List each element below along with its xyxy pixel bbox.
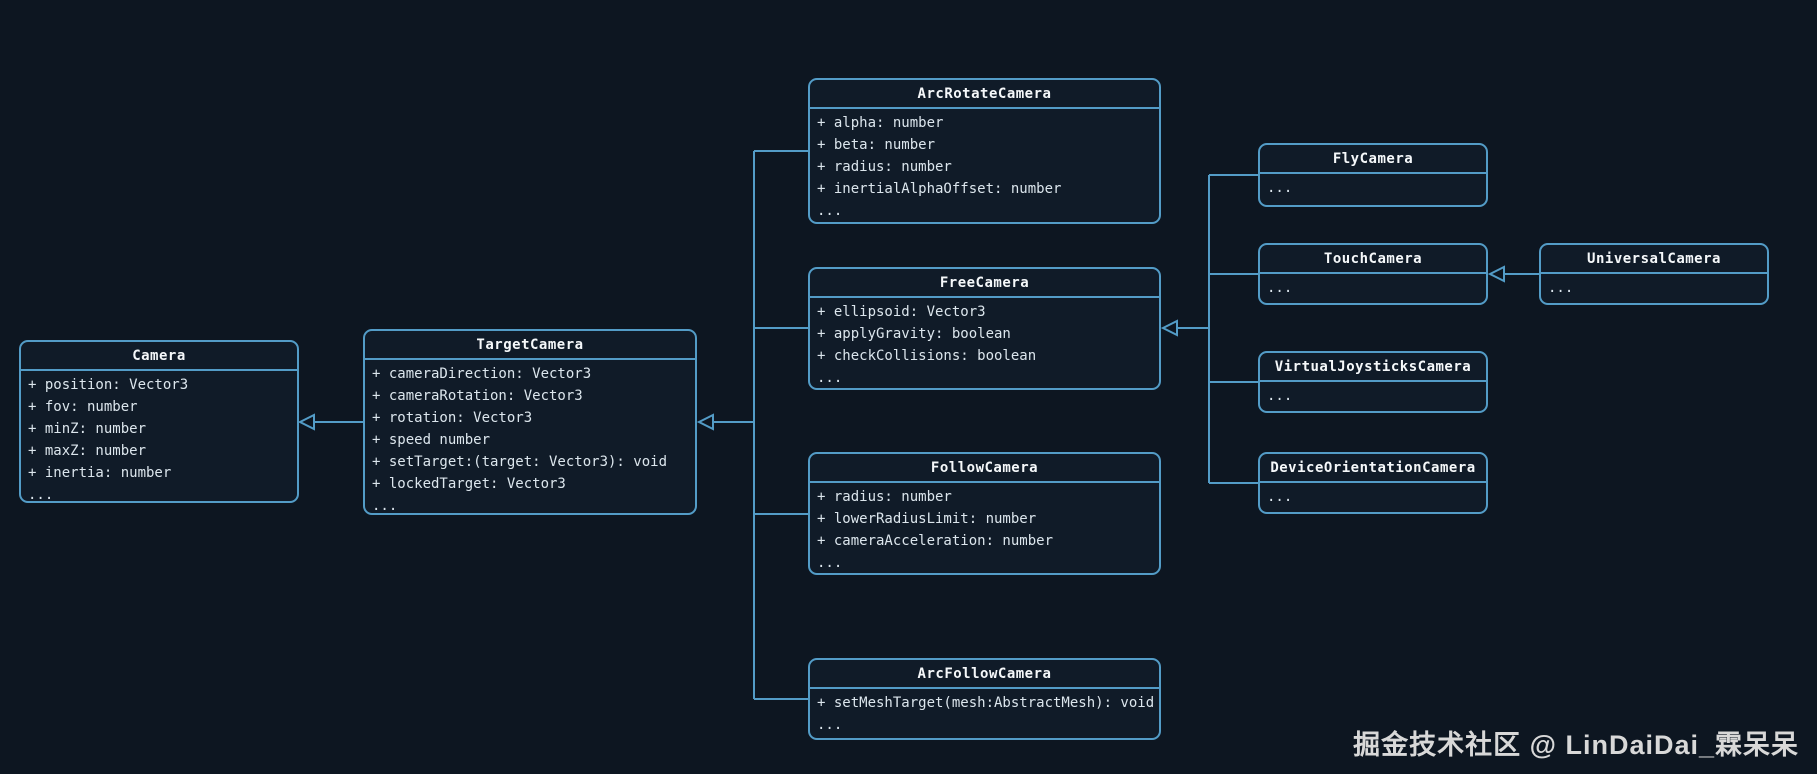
class-member: ...: [1267, 180, 1293, 196]
class-title: DeviceOrientationCamera: [1260, 454, 1486, 483]
class-member: + applyGravity: boolean: [817, 326, 1011, 342]
class-member: + cameraDirection: Vector3: [372, 366, 592, 382]
class-box-follow-camera: FollowCamera + radius: number + lowerRad…: [808, 452, 1161, 575]
class-box-virtual-joysticks-camera: VirtualJoysticksCamera ...: [1258, 351, 1488, 413]
class-member: + inertialAlphaOffset: number: [817, 181, 1062, 197]
class-box-arc-rotate-camera: ArcRotateCamera + alpha: number + beta: …: [808, 78, 1161, 224]
class-member: + checkCollisions: boolean: [817, 348, 1037, 364]
class-member: + lockedTarget: Vector3: [372, 476, 566, 492]
class-member: + maxZ: number: [28, 443, 147, 459]
class-member: + position: Vector3: [28, 377, 189, 393]
arrowhead-targetcamera: [696, 413, 714, 431]
class-members: ...: [1260, 382, 1486, 411]
class-member: + radius: number: [817, 489, 952, 505]
class-members: + position: Vector3 + fov: number + minZ…: [21, 371, 297, 508]
class-member: + rotation: Vector3: [372, 410, 533, 426]
class-member: + lowerRadiusLimit: number: [817, 511, 1037, 527]
class-member: + cameraRotation: Vector3: [372, 388, 583, 404]
class-member: ...: [28, 487, 54, 503]
class-member: + cameraAcceleration: number: [817, 533, 1054, 549]
class-title: FlyCamera: [1260, 145, 1486, 174]
class-members: + alpha: number + beta: number + radius:…: [810, 109, 1159, 224]
arrowhead-touchcamera: [1487, 265, 1505, 283]
class-member: + radius: number: [817, 159, 952, 175]
class-members: + cameraDirection: Vector3 + cameraRotat…: [365, 360, 695, 519]
class-title: VirtualJoysticksCamera: [1260, 353, 1486, 382]
class-member: ...: [1267, 388, 1293, 404]
class-box-touch-camera: TouchCamera ...: [1258, 243, 1488, 305]
class-member: ...: [1267, 489, 1293, 505]
class-box-arc-follow-camera: ArcFollowCamera + setMeshTarget(mesh:Abs…: [808, 658, 1161, 740]
class-member: + minZ: number: [28, 421, 147, 437]
class-members: ...: [1541, 274, 1767, 303]
class-member: + setMeshTarget(mesh:AbstractMesh): void: [817, 695, 1155, 711]
class-title: UniversalCamera: [1541, 245, 1767, 274]
class-member: ...: [817, 370, 843, 386]
arrowhead-camera: [297, 413, 315, 431]
class-member: + setTarget:(target: Vector3): void: [372, 454, 668, 470]
class-box-universal-camera: UniversalCamera ...: [1539, 243, 1769, 305]
class-box-fly-camera: FlyCamera ...: [1258, 143, 1488, 207]
class-member: + inertia: number: [28, 465, 172, 481]
class-box-free-camera: FreeCamera + ellipsoid: Vector3 + applyG…: [808, 267, 1161, 390]
class-members: + ellipsoid: Vector3 + applyGravity: boo…: [810, 298, 1159, 391]
class-members: ...: [1260, 274, 1486, 303]
class-title: TargetCamera: [365, 331, 695, 360]
class-title: Camera: [21, 342, 297, 371]
class-member: ...: [1548, 280, 1574, 296]
class-member: ...: [817, 555, 843, 571]
class-title: FollowCamera: [810, 454, 1159, 483]
class-title: ArcFollowCamera: [810, 660, 1159, 689]
class-title: FreeCamera: [810, 269, 1159, 298]
class-member: ...: [817, 203, 843, 219]
class-title: ArcRotateCamera: [810, 80, 1159, 109]
class-box-target-camera: TargetCamera + cameraDirection: Vector3 …: [363, 329, 697, 515]
watermark: 掘金技术社区 @ LinDaiDai_霖呆呆: [1353, 730, 1799, 760]
class-box-device-orientation-camera: DeviceOrientationCamera ...: [1258, 452, 1488, 514]
class-member: ...: [372, 498, 398, 514]
class-members: + radius: number + lowerRadiusLimit: num…: [810, 483, 1159, 576]
class-member: + alpha: number: [817, 115, 944, 131]
class-members: ...: [1260, 483, 1486, 512]
arrowhead-freecamera: [1160, 319, 1178, 337]
class-title: TouchCamera: [1260, 245, 1486, 274]
class-member: + fov: number: [28, 399, 138, 415]
class-member: + ellipsoid: Vector3: [817, 304, 986, 320]
class-member: + speed number: [372, 432, 491, 448]
class-members: + setMeshTarget(mesh:AbstractMesh): void…: [810, 689, 1159, 738]
class-member: ...: [817, 717, 843, 733]
class-members: ...: [1260, 174, 1486, 205]
class-box-camera: Camera + position: Vector3 + fov: number…: [19, 340, 299, 503]
class-member: ...: [1267, 280, 1293, 296]
class-member: + beta: number: [817, 137, 936, 153]
